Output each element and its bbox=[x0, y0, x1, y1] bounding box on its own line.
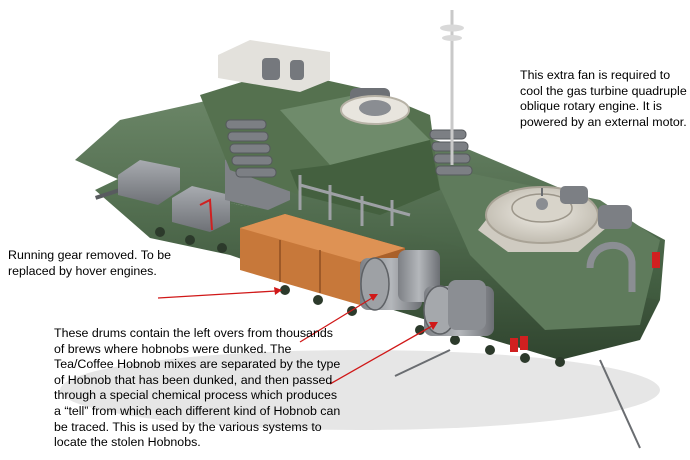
turret bbox=[200, 40, 473, 226]
annotation-arrows bbox=[157, 287, 438, 385]
arrow-drums-left-head bbox=[369, 294, 378, 301]
antenna-mast bbox=[440, 10, 464, 165]
ground-shadow bbox=[60, 350, 660, 430]
rear-fittings bbox=[510, 186, 660, 352]
arrow-running-gear bbox=[157, 290, 277, 299]
running-gear-annotation: Running gear removed. To be replaced by … bbox=[8, 248, 172, 278]
arrow-running-gear-head bbox=[274, 287, 282, 295]
arrow-drums-right-head bbox=[429, 322, 438, 330]
fan-annotation: This extra fan is required to cool the g… bbox=[520, 68, 687, 129]
fuel-drums bbox=[360, 250, 494, 336]
arrow-drums-right bbox=[329, 325, 433, 385]
arrow-drums-left bbox=[299, 297, 373, 343]
drums-annotation: These drums contain the left overs from … bbox=[54, 326, 341, 450]
